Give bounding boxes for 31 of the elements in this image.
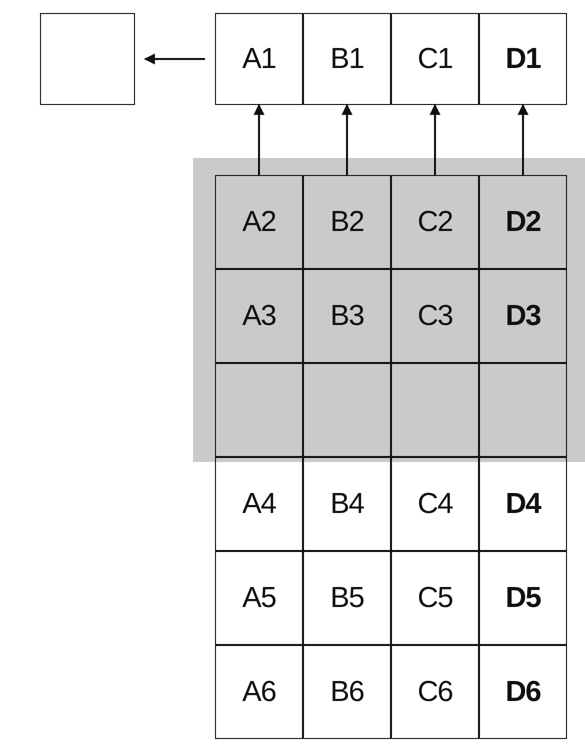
table-cell: C4 — [391, 457, 479, 551]
table-cell: C1 — [391, 13, 479, 105]
table-cell: A4 — [215, 457, 303, 551]
table-cell: A3 — [215, 269, 303, 363]
table-cell: D5 — [479, 551, 567, 645]
arrow — [254, 104, 264, 175]
table-cell: C3 — [391, 269, 479, 363]
table-cell: D1 — [479, 13, 567, 105]
arrow — [144, 54, 205, 64]
table-cell: B4 — [303, 457, 391, 551]
table-cell: C6 — [391, 645, 479, 739]
table-cell: D4 — [479, 457, 567, 551]
table-cell: B5 — [303, 551, 391, 645]
table-cell: B2 — [303, 175, 391, 269]
table-cell: A1 — [215, 13, 303, 105]
table-cell: B6 — [303, 645, 391, 739]
table-cell: B3 — [303, 269, 391, 363]
table-cell: C2 — [391, 175, 479, 269]
arrow — [342, 104, 352, 175]
table-cell: B1 — [303, 13, 391, 105]
shaded-panel — [193, 158, 585, 462]
table-cell: A2 — [215, 175, 303, 269]
arrow — [518, 104, 528, 175]
table-cell: D6 — [479, 645, 567, 739]
empty-box — [40, 13, 135, 105]
table-cell: D3 — [479, 269, 567, 363]
table-cell: A5 — [215, 551, 303, 645]
table-cell: C5 — [391, 551, 479, 645]
arrow — [430, 104, 440, 175]
table-cell: D2 — [479, 175, 567, 269]
table-cell: A6 — [215, 645, 303, 739]
